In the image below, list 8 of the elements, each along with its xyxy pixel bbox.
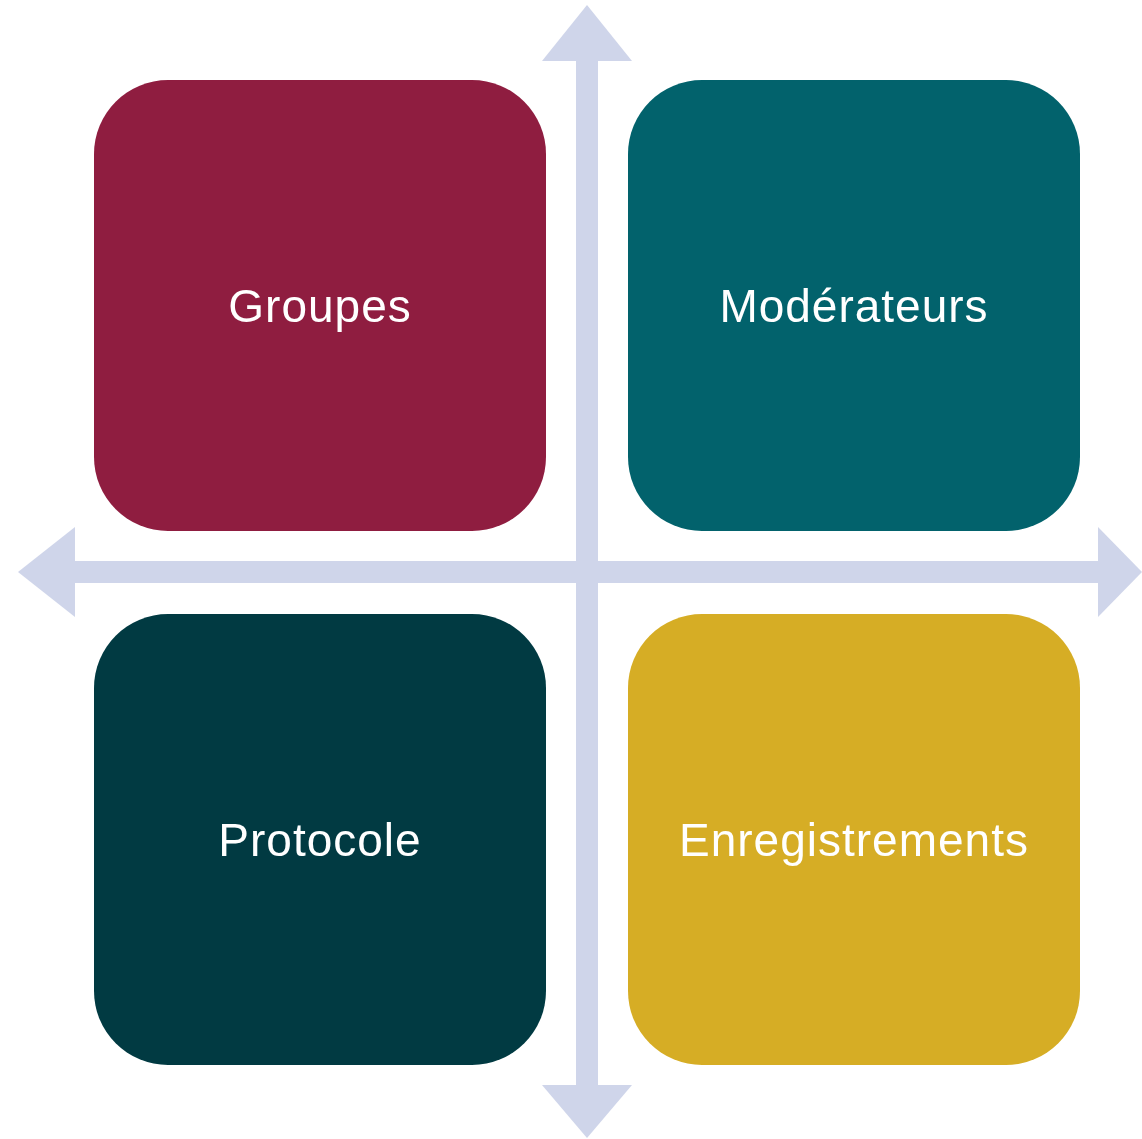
rounded-box (628, 614, 1080, 1065)
box-label: Protocole (218, 812, 422, 867)
rounded-box (94, 614, 546, 1065)
box-label: Enregistrements (679, 812, 1029, 867)
box-label: Modérateurs (719, 278, 989, 333)
rounded-box (628, 80, 1080, 531)
rounded-box (94, 80, 546, 531)
box-label: Groupes (228, 278, 412, 333)
